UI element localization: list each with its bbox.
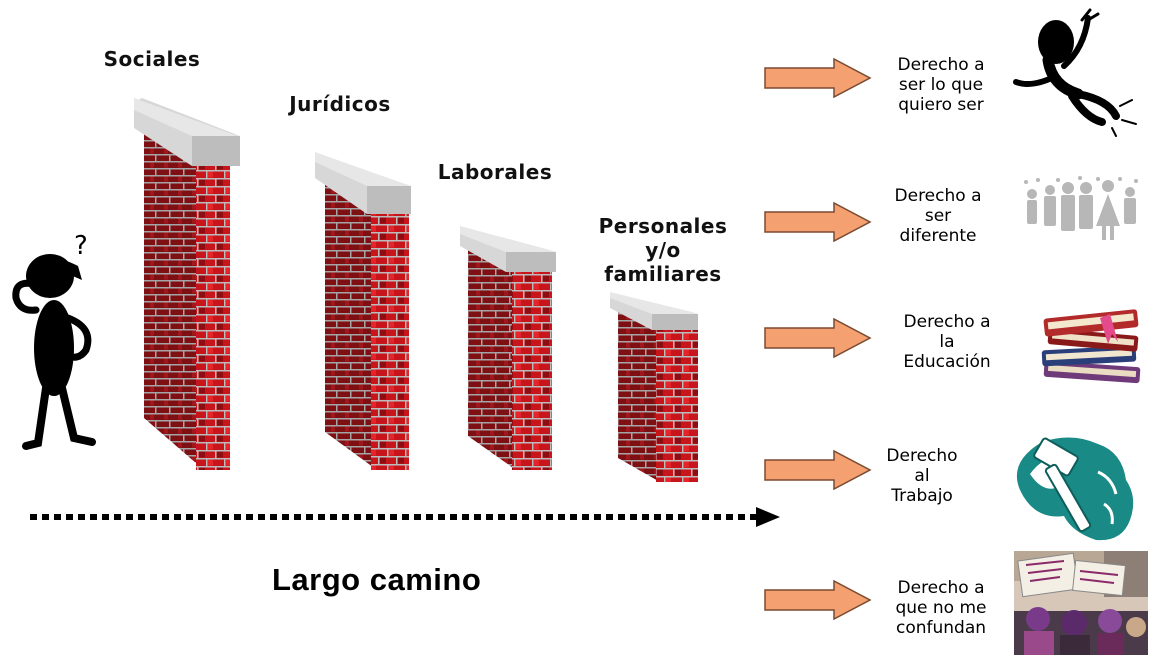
right-text-3: Derecho a la Educación — [903, 312, 991, 372]
right-arrow-1 — [764, 57, 872, 99]
protest-photo-icon — [1014, 551, 1148, 655]
hammer-icon — [1016, 437, 1134, 541]
right-arrow-5 — [764, 579, 872, 621]
brick-wall-sociales — [134, 98, 240, 470]
right-text-1: Derecho a ser lo que quiero ser — [897, 55, 985, 115]
wall-label-juridicos: Jurídicos — [289, 92, 391, 116]
wall-label-personales: Personales y/o familiares — [598, 214, 728, 286]
books-icon — [1041, 309, 1141, 384]
wall-label-laborales: Laborales — [437, 160, 553, 184]
people-group-icon — [1024, 176, 1138, 240]
svg-text:?: ? — [74, 231, 88, 261]
brick-wall-laborales — [460, 226, 556, 470]
wall-label-sociales: Sociales — [103, 47, 201, 71]
right-arrow-4 — [764, 449, 872, 491]
brick-wall-personales — [610, 292, 698, 482]
right-text-5: Derecho a que no me confundan — [895, 578, 987, 638]
path-arrow — [30, 507, 780, 527]
right-arrow-3 — [764, 317, 872, 359]
thinking-figure-icon: ? — [12, 231, 96, 450]
path-label: Largo camino — [272, 562, 482, 597]
right-arrow-2 — [764, 201, 872, 243]
right-text-2: Derecho a ser diferente — [894, 186, 982, 246]
right-text-4: Derecho al Trabajo — [886, 446, 958, 506]
jumping-figure-icon — [1013, 8, 1137, 137]
brick-wall-juridicos — [315, 152, 411, 470]
